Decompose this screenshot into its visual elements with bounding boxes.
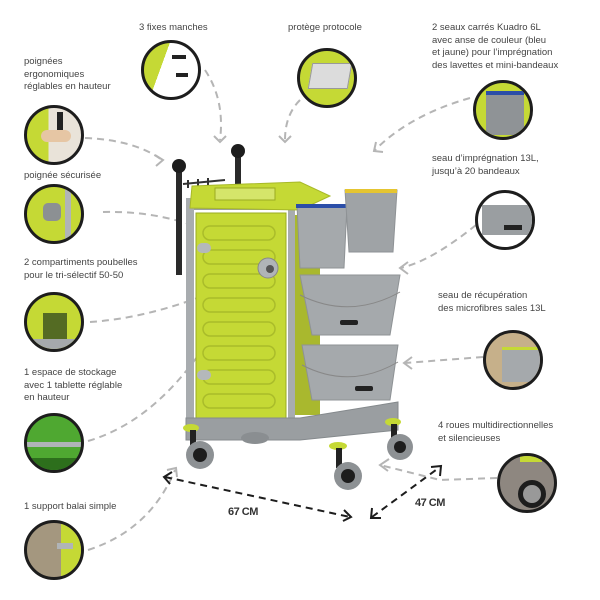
detail-photo-compartiments [24,292,84,352]
detail-photo-seaux-kuadro [473,80,533,140]
connector-impregnation [399,224,477,269]
label-line: réglables en hauteur [24,81,111,92]
label-line: des lavettes et mini-bandeaux [432,59,559,71]
connector-compartiments [89,289,219,323]
detail-photo-seau-impregnation [475,190,535,250]
label-line: jusqu’à 20 bandeaux [432,165,520,177]
label-line: 4 roues multidirectionnelles [438,420,554,431]
label-line: en hauteur [24,392,70,403]
label-stockage: 1 espace de stockage avec 1 tablette rég… [24,367,122,405]
label-securisee: poignée sécurisée [24,170,102,181]
detail-photo-securisee [24,184,84,244]
detail-photo-poignees [24,105,84,165]
label-line: 2 compartiments poubelles [24,257,138,268]
label-manches: 3 fixes manches [139,22,208,33]
label-seau-impregnation: seau d’imprégnation 13L, jusqu’à 20 band… [432,153,539,178]
label-line: 1 espace de stockage [24,367,117,378]
label-line: poignées [24,56,63,67]
detail-photo-stockage [24,413,84,473]
label-protocole: protège protocole [288,22,362,33]
connector-kuadro [374,97,471,151]
connector-protocole [284,99,301,141]
detail-photo-seau-recuperation [483,330,543,390]
connector-manches [204,69,222,141]
detail-photo-protocole [297,48,357,108]
label-line: des microfibres sales 13L [438,302,546,314]
label-roues: 4 roues multidirectionnelles et silencie… [438,420,553,445]
dimension-width: 67 CM [228,506,258,518]
label-line: ergonomiques [24,68,85,80]
wheels [183,418,413,490]
connector-recuperation [404,356,484,364]
label-seaux-kuadro: 2 seaux carrés Kuadro 6L avec anse de co… [432,22,558,72]
connector-roues [379,464,498,482]
label-line: pour le tri-sélectif 50-50 [24,269,124,281]
dimension-width-line [164,476,351,518]
dimension-depth-line [371,466,441,518]
detail-photo-balai [24,520,84,580]
label-line: avec 1 tablette réglable [24,379,123,391]
label-line: avec anse de couleur (bleu [432,34,547,46]
dimension-depth: 47 CM [415,497,445,509]
detail-photo-roues [497,453,557,513]
label-line: et silencieuses [438,432,501,444]
label-line: et jaune) pour l’imprégnation [432,47,553,58]
label-poignees: poignées ergonomiques réglables en haute… [24,56,111,94]
label-balai: 1 support balai simple [24,501,117,512]
label-line: seau d’imprégnation 13L, [432,153,539,164]
label-seau-recuperation: seau de récupération des microfibres sal… [438,290,546,315]
label-line: seau de récupération [438,290,528,301]
label-compartiments: 2 compartiments poubelles pour le tri-sé… [24,257,138,282]
detail-photo-manches [141,40,201,100]
label-line: 2 seaux carrés Kuadro 6L [432,22,541,33]
